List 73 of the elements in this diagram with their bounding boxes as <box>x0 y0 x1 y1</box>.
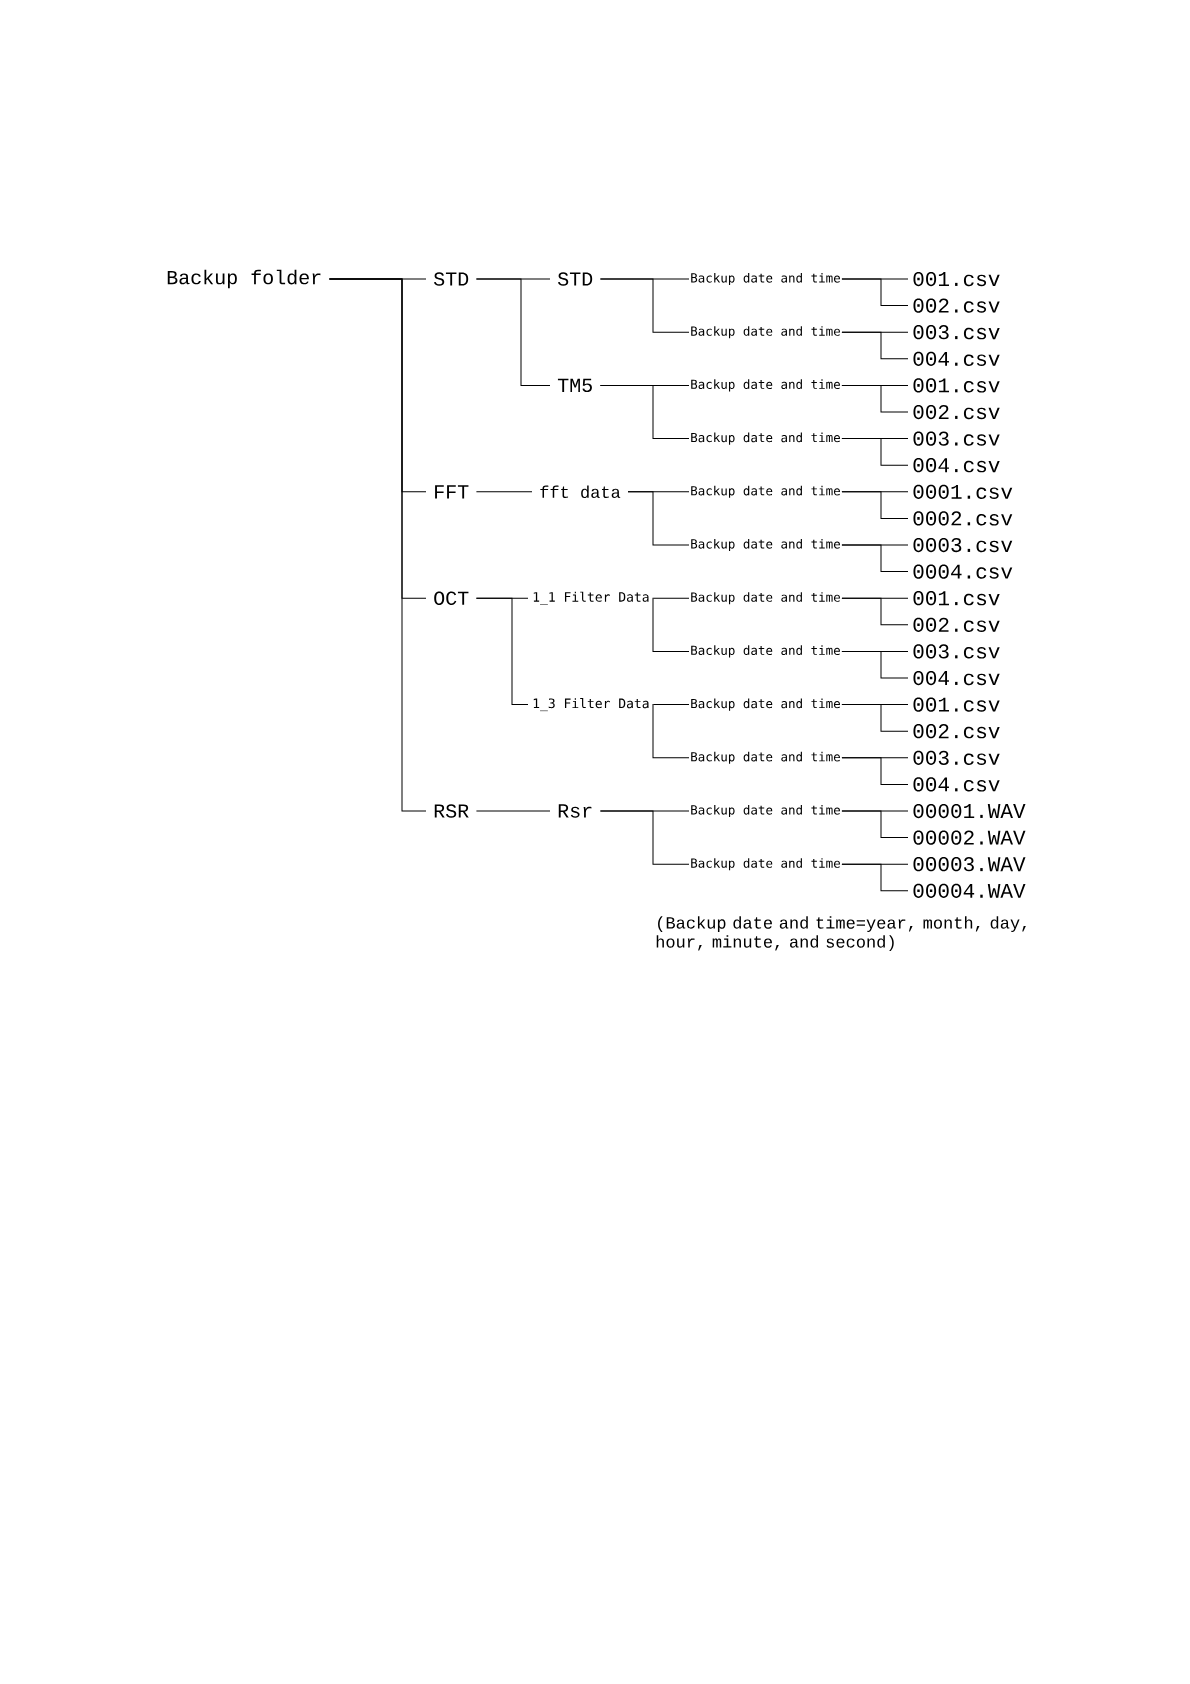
tree-line <box>841 757 909 785</box>
tree-line <box>841 544 909 573</box>
folder-label: 001.csv <box>913 378 1000 393</box>
tree-line <box>841 438 909 466</box>
folder-label: 0004.csv <box>913 564 1013 579</box>
folder-label: Backup date and time <box>691 432 840 445</box>
folder-label: Backup date and time <box>691 751 840 764</box>
folder-label: 0003.csv <box>913 537 1013 553</box>
folder-label: Rsr <box>558 804 592 818</box>
folder-label: 004.csv <box>913 458 1000 473</box>
folder-label: STD <box>433 272 469 286</box>
tree-line <box>599 384 690 440</box>
folder-label: 003.csv <box>913 644 1000 659</box>
folder-label: RSR <box>434 804 469 818</box>
tree-line <box>475 278 551 386</box>
folder-label: 002.csv <box>913 404 1000 420</box>
tree-line <box>599 810 690 865</box>
folder-label: Backup date and time <box>691 645 840 658</box>
folder-label: Backup date and time <box>691 592 840 605</box>
folder-label: FFT <box>435 485 469 499</box>
tree-line <box>475 491 533 493</box>
folder-label: 1_1 Filter Data <box>533 591 649 605</box>
folder-label: Backup date and time <box>691 379 840 392</box>
folder-label: 0002.csv <box>913 511 1013 526</box>
tree-line <box>841 810 909 839</box>
folder-label: 004.csv <box>913 777 1000 792</box>
folder-label: Backup date and time <box>691 326 840 339</box>
tree-line <box>475 810 551 812</box>
folder-label: 00003.WAV <box>913 857 1026 872</box>
tree-line <box>841 863 909 892</box>
folder-label: Backup folder <box>167 269 321 289</box>
folder-label: 00001.WAV <box>913 803 1026 819</box>
folder-label: TM5 <box>557 378 592 393</box>
folder-label: 001.csv <box>913 271 1000 287</box>
folder-label: Backup date and time <box>691 698 840 711</box>
folder-label: 001.csv <box>913 697 1000 712</box>
tree-line <box>841 650 909 679</box>
tree-line <box>599 278 690 333</box>
folder-label: Backup date and time <box>691 804 840 818</box>
folder-label: 001.csv <box>913 591 1000 606</box>
folder-label: 004.csv <box>913 351 1000 366</box>
tree-line <box>841 384 909 413</box>
folder-label: 002.csv <box>913 298 1000 313</box>
note: (Backup date and time=year, month, day, hour, minute, and second) <box>656 916 1026 952</box>
tree-line <box>627 491 690 546</box>
tree-line <box>841 331 909 360</box>
tree-line <box>653 597 690 599</box>
tree-line <box>841 704 909 732</box>
tree-line <box>328 278 427 812</box>
folder-label: 002.csv <box>913 617 1000 632</box>
folder-label: 003.csv <box>913 325 1000 340</box>
folder-label: 00002.WAV <box>913 830 1026 845</box>
tree-line <box>653 704 690 706</box>
folder-label: Backup date and time <box>691 272 840 286</box>
folder-label: OCT <box>434 591 469 605</box>
tree-line <box>475 597 529 706</box>
folder-label: fft data <box>540 485 621 499</box>
folder-label: 1_3 Filter Data <box>533 698 649 712</box>
tree-line <box>652 704 690 759</box>
tree-line <box>841 278 909 307</box>
folder-label: 002.csv <box>913 724 1000 739</box>
folder-label: Backup date and time <box>691 485 840 498</box>
folder-label: Backup date and time <box>691 858 840 871</box>
folder-label: 00004.WAV <box>913 883 1026 898</box>
folder-label: Backup date and time <box>691 538 840 552</box>
tree-line <box>841 597 909 626</box>
folder-label: 004.csv <box>913 670 1000 686</box>
folder-label: STD <box>557 272 593 286</box>
folder-label: 0001.csv <box>913 484 1013 499</box>
tree-line <box>652 597 690 652</box>
folder-label: 003.csv <box>913 431 1000 446</box>
tree-line <box>841 491 909 519</box>
folder-label: 003.csv <box>913 750 1000 765</box>
